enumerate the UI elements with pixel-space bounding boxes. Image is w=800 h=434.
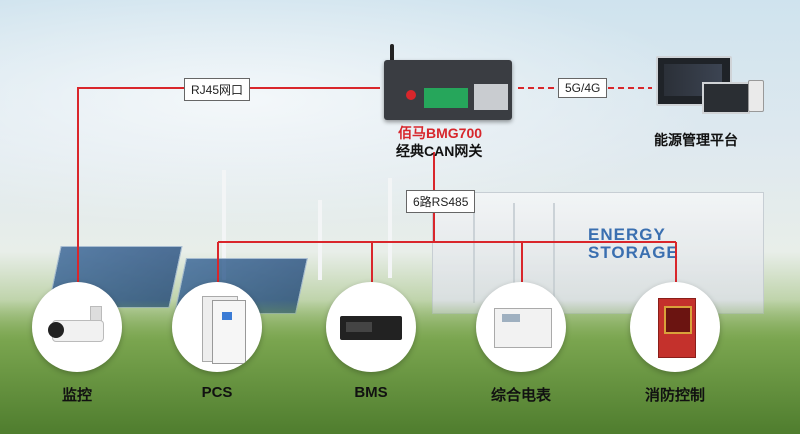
device-label-bms: BMS: [354, 384, 388, 401]
wind-turbine-icon: [222, 170, 226, 280]
phone-icon: [748, 80, 764, 112]
gateway-title: 佰马BMG700: [398, 125, 483, 141]
rj45-label: RJ45网口: [184, 78, 251, 101]
terminal-block: [424, 88, 468, 108]
device-meter: [476, 282, 566, 372]
camera-icon: [48, 322, 64, 338]
rs485-label: 6路RS485: [406, 190, 476, 213]
device-camera: [32, 282, 122, 372]
storage-container-text: ENERGY STORAGE: [588, 226, 679, 262]
storage-container: [432, 192, 764, 314]
platform-label: 能源管理平台: [654, 132, 738, 148]
device-label-camera: 监控: [61, 387, 92, 404]
gateway-indicator: [406, 90, 416, 100]
rj45-link: [77, 87, 380, 282]
power-meter-icon: [494, 308, 552, 348]
device-label-meter: 综合电表: [490, 387, 551, 404]
device-fire: [630, 282, 720, 372]
ethernet-ports-icon: [474, 84, 508, 110]
platform-devices-icon: [654, 56, 764, 118]
laptop-icon: [702, 82, 750, 114]
storage-text-line2: STORAGE: [588, 243, 679, 262]
device-bms: [326, 282, 416, 372]
gateway-subtitle: 经典CAN网关: [396, 143, 483, 159]
gateway-device-icon: [378, 44, 518, 120]
device-label-fire: 消防控制: [644, 387, 705, 404]
storage-text-line1: ENERGY: [588, 225, 666, 244]
wind-turbine-icon: [388, 178, 392, 278]
cellular-label: 5G/4G: [558, 78, 608, 98]
device-label-pcs: PCS: [201, 384, 233, 401]
wind-turbine-icon: [318, 200, 322, 280]
device-pcs: [172, 282, 262, 372]
antenna-icon: [390, 44, 394, 66]
